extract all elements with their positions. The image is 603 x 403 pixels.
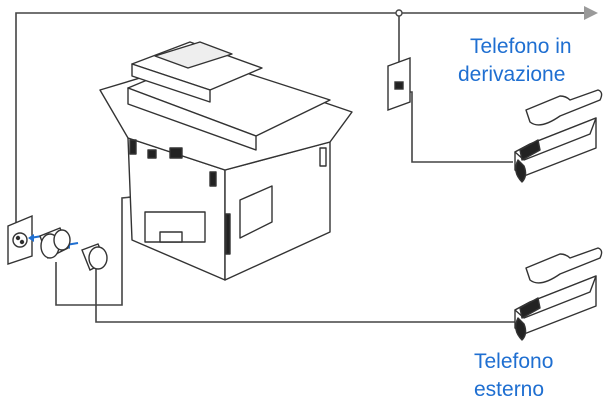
external-phone-label-line1: Telefono (474, 350, 554, 373)
machine-icon (99, 41, 353, 281)
telephone-icon (514, 247, 603, 341)
arrow-right-icon (584, 6, 598, 20)
wall-socket-icon (7, 214, 33, 265)
wall-jack-icon (387, 57, 411, 111)
extension-phone-label-line2: derivazione (458, 63, 566, 86)
plug-adapter-icon (39, 227, 108, 271)
external-phone-label-line2: esterno (474, 378, 545, 401)
line-junction (395, 9, 403, 17)
extension-phone-label-line1: Telefono in (470, 35, 572, 58)
extension-phone-cord (405, 91, 513, 163)
external-phone-cord (95, 268, 515, 323)
telephone-icon (514, 89, 603, 183)
